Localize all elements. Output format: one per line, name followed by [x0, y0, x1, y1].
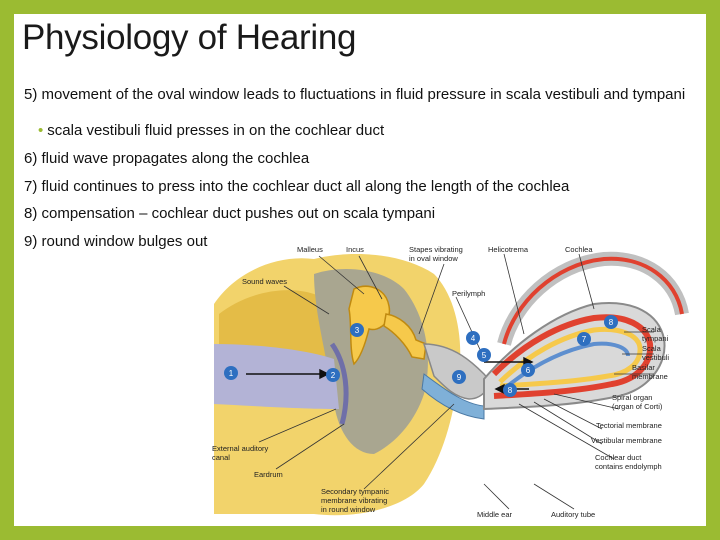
- marker-8: 8: [604, 315, 618, 329]
- marker-9: 9: [452, 370, 466, 384]
- point-9: 9) round window bulges out: [24, 233, 208, 250]
- label-incus: Incus: [346, 245, 364, 254]
- svg-text:4: 4: [471, 334, 476, 343]
- label-tectorial: Tectorial membrane: [596, 421, 662, 430]
- marker-1: 1: [224, 366, 238, 380]
- svg-text:6: 6: [526, 366, 531, 375]
- slide: Physiology of Hearing 5) movement of the…: [14, 14, 706, 526]
- slide-title: Physiology of Hearing: [22, 18, 357, 57]
- svg-text:8: 8: [508, 386, 513, 395]
- marker-5: 5: [477, 348, 491, 362]
- svg-text:1: 1: [229, 369, 234, 378]
- label-cochlea: Cochlea: [565, 245, 593, 254]
- ear-diagram: 1 2 3 4 5 6 7 8 9 8 Malleus Incus Stapes…: [212, 245, 689, 519]
- middle-ear-cavity: [314, 269, 428, 454]
- point-5: 5) movement of the oval window leads to …: [24, 86, 686, 103]
- label-auditory-tube: Auditory tube: [551, 510, 595, 519]
- malleus-incus-shape: [348, 285, 391, 366]
- point-8: 8) compensation – cochlear duct pushes o…: [24, 205, 436, 222]
- label-helicotrema: Helicotrema: [488, 245, 529, 254]
- round-window-passage: [421, 373, 485, 420]
- marker-7: 7: [577, 332, 591, 346]
- leader-lines: [258, 253, 654, 510]
- label-spiral-organ: Spiral organ(organ of Corti): [612, 393, 663, 411]
- label-perilymph: Perilymph: [452, 289, 485, 298]
- point-5-sub-text: scala vestibuli fluid presses in on the …: [47, 122, 385, 139]
- helicotrema-red: [502, 256, 684, 345]
- marker-6: 6: [521, 363, 535, 377]
- svg-text:8: 8: [609, 318, 614, 327]
- eardrum-shape: [329, 342, 349, 425]
- cochlear-duct-red: [491, 314, 654, 399]
- point-6: 6) fluid wave propagates along the cochl…: [24, 150, 310, 167]
- step-markers: 1 2 3 4 5 6 7 8 9 8: [224, 315, 618, 397]
- label-eardrum: Eardrum: [254, 470, 283, 479]
- marker-4: 4: [466, 331, 480, 345]
- svg-text:3: 3: [355, 326, 360, 335]
- svg-text:5: 5: [482, 351, 487, 360]
- point-7: 7) fluid continues to press into the coc…: [24, 178, 570, 195]
- external-canal: [214, 344, 339, 409]
- stapes-shape: [383, 313, 427, 360]
- label-sound-waves: Sound waves: [242, 277, 287, 286]
- marker-2: 2: [326, 368, 340, 382]
- label-vestibular: Vestibular membrane: [591, 436, 662, 445]
- point-5-sub: •scala vestibuli fluid presses in on the…: [24, 122, 706, 139]
- svg-text:9: 9: [457, 373, 462, 382]
- cochlear-duct-yellow: [498, 326, 643, 389]
- svg-text:2: 2: [331, 371, 336, 380]
- label-middle-ear: Middle ear: [477, 510, 513, 519]
- bullet-icon: •: [38, 122, 44, 139]
- marker-8b: 8: [503, 383, 517, 397]
- svg-text:7: 7: [582, 335, 587, 344]
- marker-3: 3: [350, 323, 364, 337]
- label-malleus: Malleus: [297, 245, 323, 254]
